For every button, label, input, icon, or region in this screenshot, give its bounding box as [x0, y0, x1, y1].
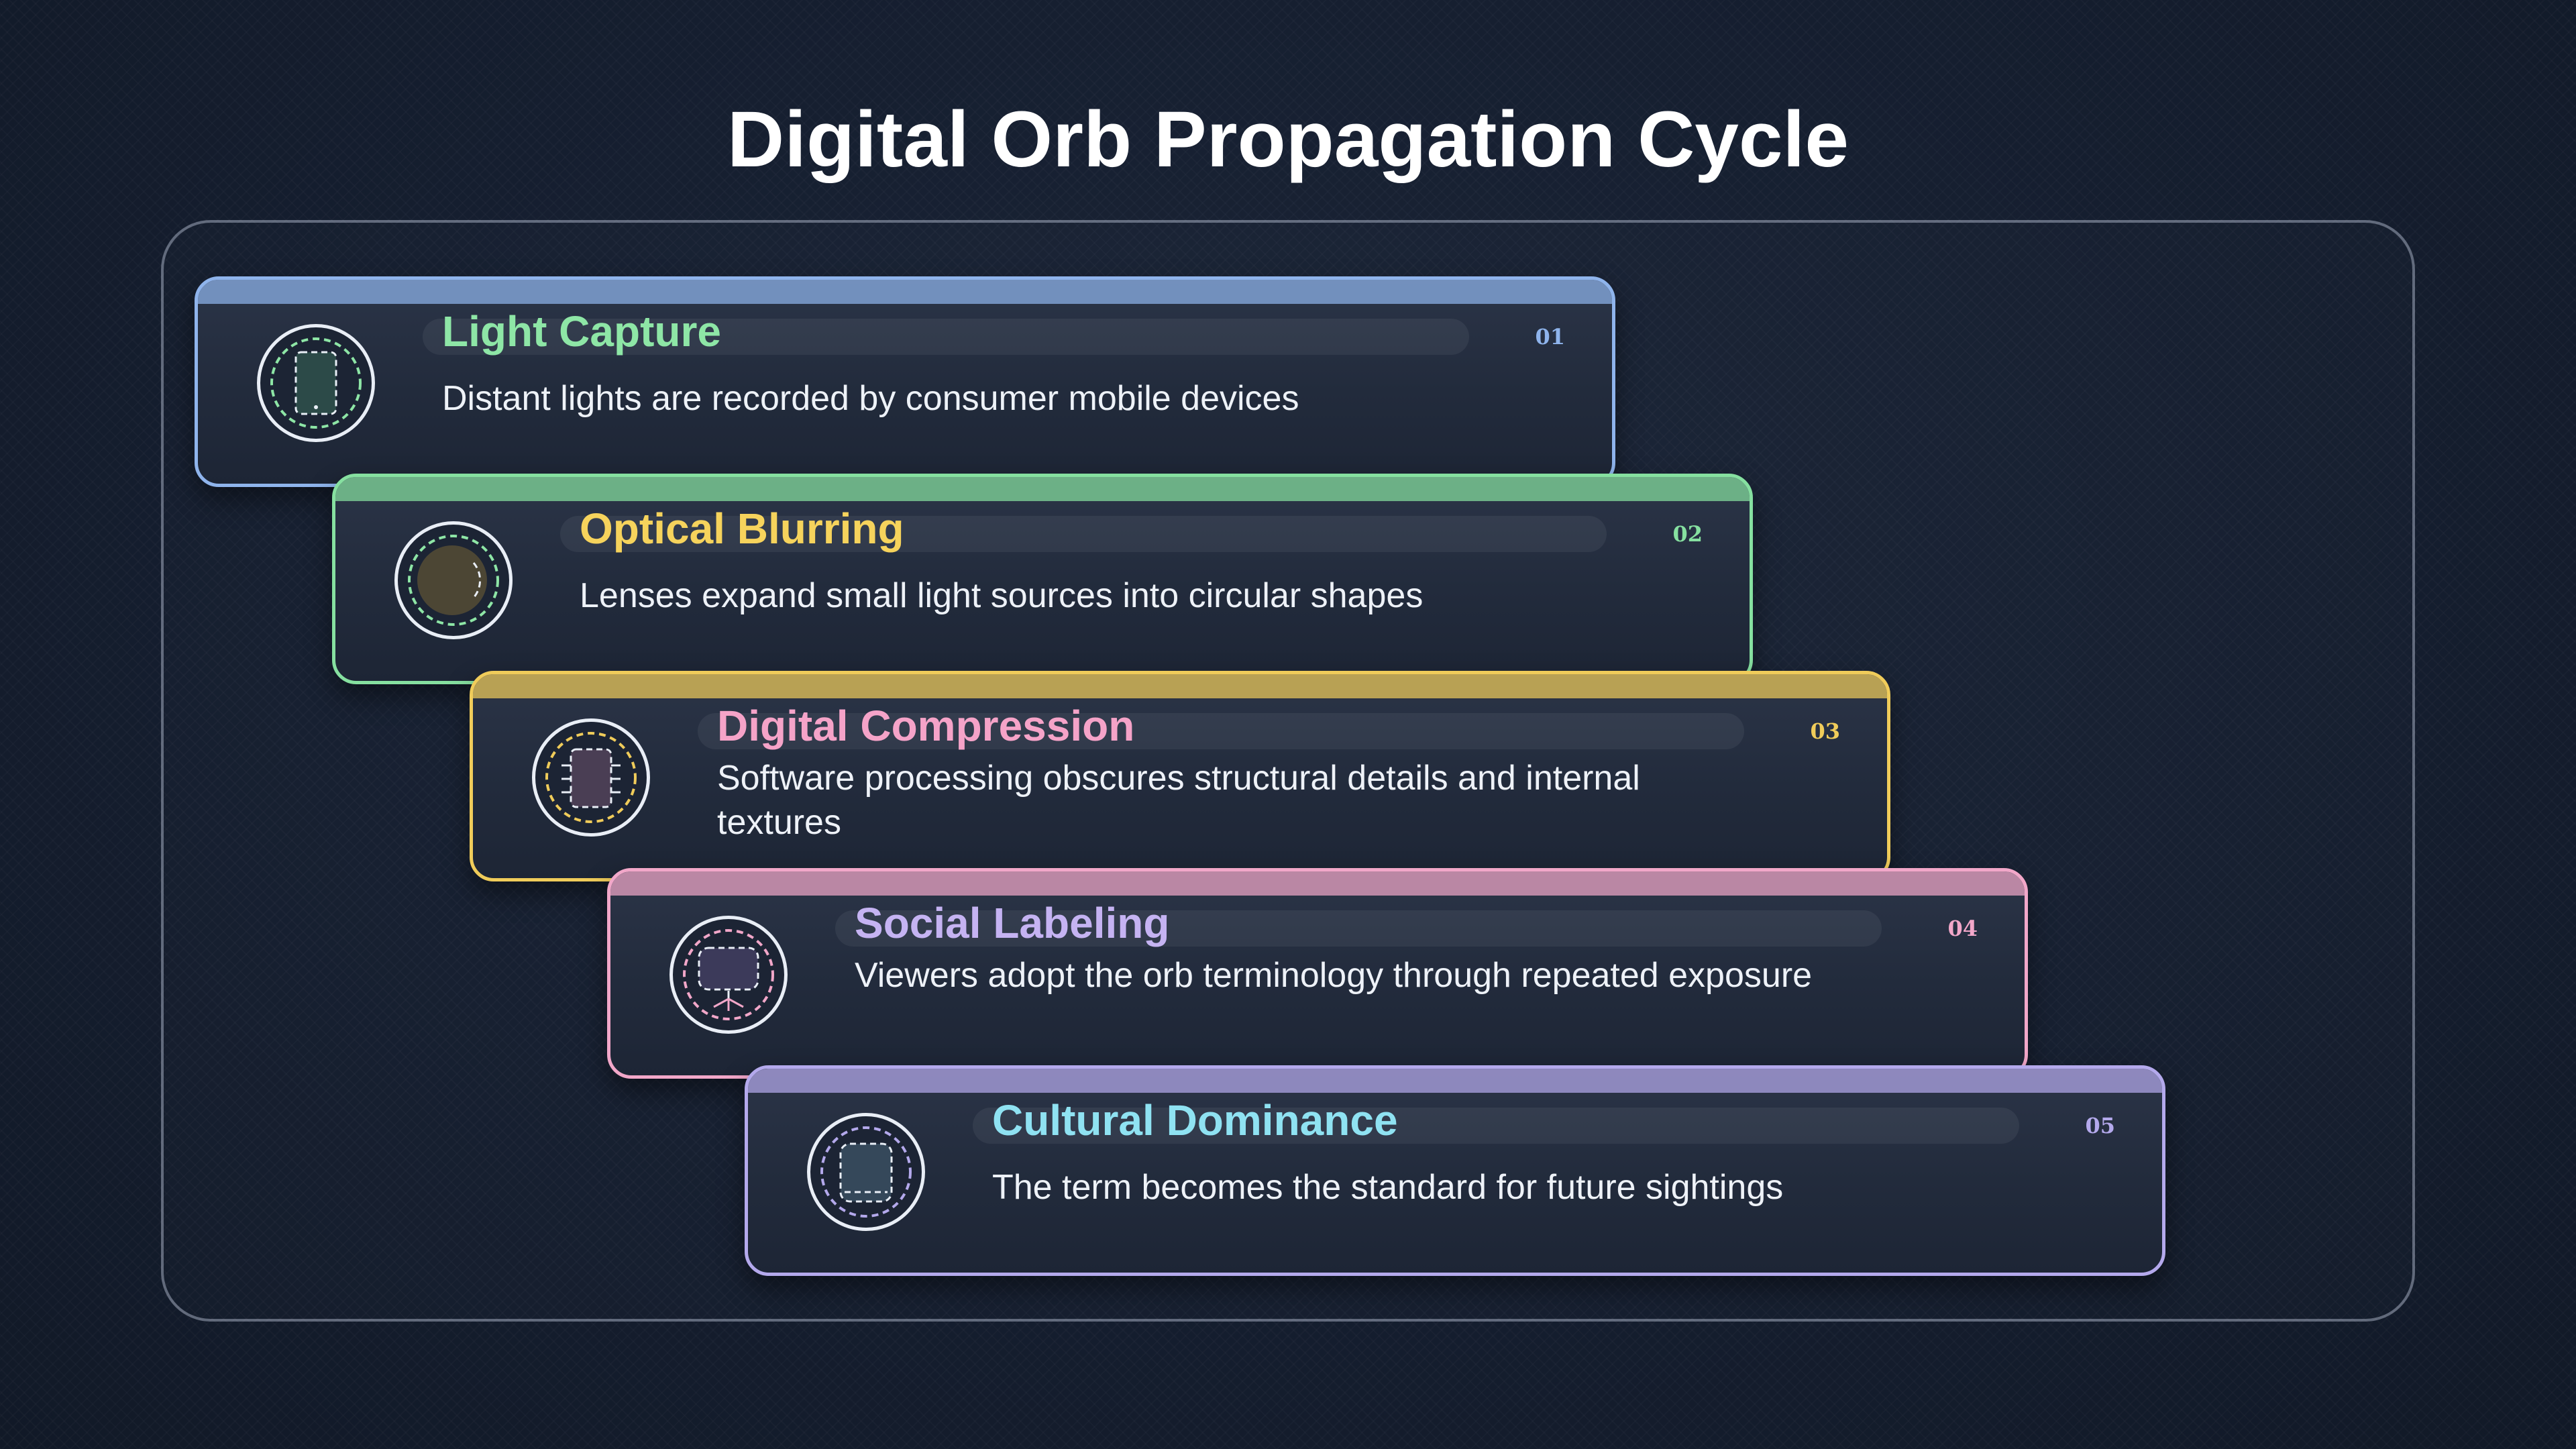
chip-icon — [532, 718, 650, 837]
step-number: 04 — [1947, 916, 1978, 941]
document-icon — [807, 1113, 925, 1231]
step-accent-band — [748, 1069, 2162, 1093]
document-icon-glyph — [820, 1126, 912, 1218]
phone-icon — [257, 324, 375, 442]
step-description: Viewers adopt the orb terminology throug… — [855, 956, 1813, 995]
step-description: The term becomes the standard for future… — [992, 1168, 1784, 1207]
chip-icon-glyph — [545, 732, 637, 823]
step-card-cultural-dominance: Cultural Dominance The term becomes the … — [745, 1065, 2165, 1276]
title-highlight-bar — [423, 319, 1469, 355]
phone-icon-glyph — [270, 337, 362, 429]
title-highlight-bar — [835, 910, 1882, 947]
title-highlight-bar — [973, 1108, 2019, 1144]
step-number: 02 — [1672, 521, 1703, 547]
network-screen-icon — [669, 916, 788, 1034]
step-accent-band — [335, 477, 1750, 501]
step-description: Lenses expand small light sources into c… — [580, 576, 1424, 615]
step-card-optical-blurring: Optical Blurring Lenses expand small lig… — [332, 474, 1753, 684]
diagram-frame — [161, 220, 2415, 1322]
step-description: Distant lights are recorded by consumer … — [442, 379, 1299, 418]
step-title: Cultural Dominance — [992, 1096, 1398, 1144]
step-title: Light Capture — [442, 307, 721, 356]
title-highlight-bar — [698, 713, 1744, 749]
step-card-light-capture: Light Capture Distant lights are recorde… — [195, 276, 1615, 487]
step-card-digital-compression: Digital Compression Software processing … — [470, 671, 1890, 881]
step-title: Social Labeling — [855, 899, 1170, 947]
step-number: 05 — [2085, 1113, 2115, 1138]
blur-orb-icon-glyph — [408, 535, 499, 626]
step-number: 01 — [1535, 324, 1565, 350]
step-description: Software processing obscures structural … — [717, 759, 1640, 842]
step-accent-band — [198, 280, 1612, 304]
title-highlight-bar — [560, 516, 1607, 552]
step-title: Digital Compression — [717, 702, 1135, 750]
step-accent-band — [473, 674, 1887, 698]
step-title: Optical Blurring — [580, 504, 904, 553]
network-screen-icon-glyph — [683, 929, 774, 1020]
blur-orb-icon — [394, 521, 513, 639]
diagram-title: Digital Orb Propagation Cycle — [727, 95, 1849, 184]
step-card-social-labeling: Social Labeling Viewers adopt the orb te… — [607, 868, 2028, 1079]
step-accent-band — [610, 871, 2025, 896]
step-number: 03 — [1810, 718, 1840, 744]
